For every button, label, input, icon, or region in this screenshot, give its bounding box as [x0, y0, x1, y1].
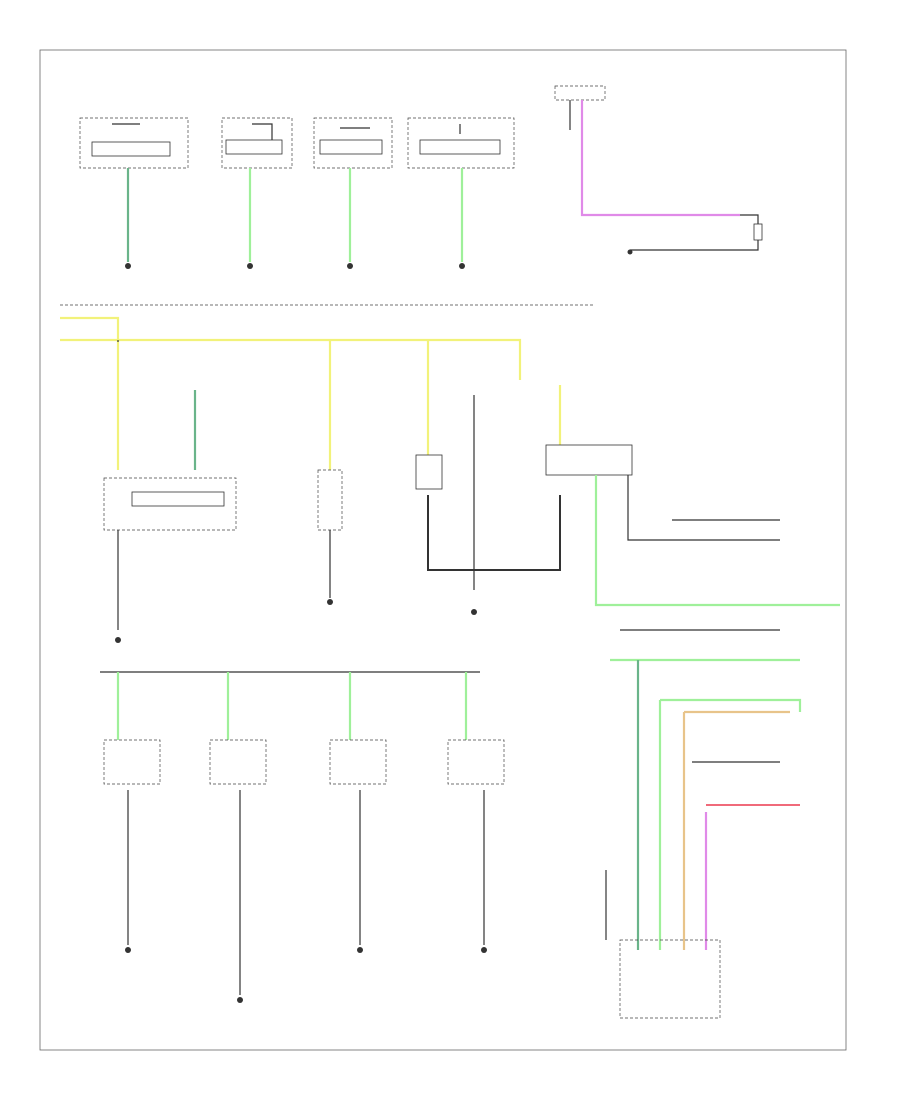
top-module-3 [313, 117, 393, 269]
bottom-bus [100, 671, 505, 1003]
left-fuse-column [103, 390, 237, 643]
center-switch [317, 469, 343, 605]
relay-group [415, 395, 633, 615]
right-side-wires [594, 475, 840, 1019]
top-module-2 [221, 117, 293, 269]
power-bus [60, 304, 595, 470]
page-frame [39, 49, 847, 1051]
top-right-circuit [554, 85, 763, 255]
top-module-1 [79, 117, 189, 269]
top-module-4 [407, 117, 515, 269]
